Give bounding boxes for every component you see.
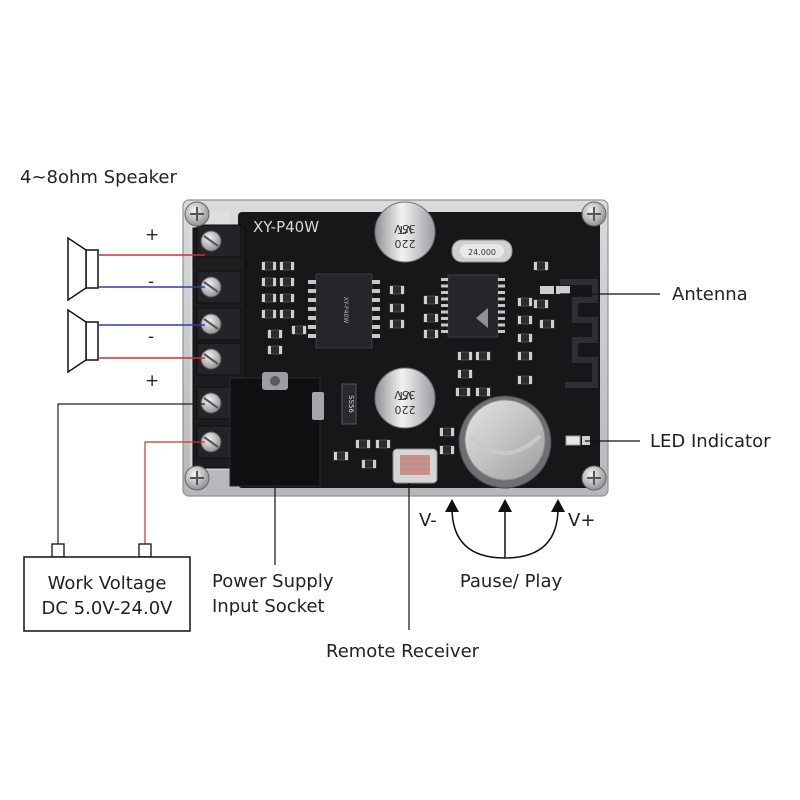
screw xyxy=(581,201,607,227)
screw xyxy=(184,201,210,227)
smd-part xyxy=(279,277,295,287)
smd-part xyxy=(423,313,439,323)
smd-part xyxy=(389,303,405,313)
smd-part xyxy=(475,351,491,361)
smd-part xyxy=(517,375,533,385)
smd-part xyxy=(517,351,533,361)
smd-part xyxy=(279,261,295,271)
smd-part xyxy=(439,445,455,455)
smd-part xyxy=(333,451,349,461)
speaker-top-minus: - xyxy=(148,272,154,292)
amplifier-board: XY-P40W XY-P40W 24.000 VT 35V 220 xyxy=(182,199,609,497)
svg-text:220: 220 xyxy=(395,237,416,250)
terminal-screw xyxy=(196,270,242,304)
speaker-title: 4~8ohm Speaker xyxy=(20,167,177,188)
label-led-indicator: LED Indicator xyxy=(650,431,771,452)
terminal-screw xyxy=(196,342,242,376)
screw xyxy=(184,465,210,491)
terminal-block xyxy=(192,224,246,469)
mounting-screws xyxy=(184,201,607,491)
label-power-line1: Power Supply xyxy=(212,571,334,592)
smd-part xyxy=(533,261,549,271)
smd-components xyxy=(261,261,555,469)
dc-power-jack xyxy=(229,372,324,487)
svg-text:VT: VT xyxy=(398,223,413,236)
smd-part xyxy=(279,293,295,303)
smd-part xyxy=(517,297,533,307)
ir-receiver xyxy=(392,448,438,484)
terminal-screw xyxy=(196,224,242,258)
smd-part xyxy=(267,345,283,355)
smd-part xyxy=(517,333,533,343)
amplifier-ic: XY-P40W xyxy=(315,273,373,349)
ic-pins xyxy=(308,278,505,338)
smd-part xyxy=(457,351,473,361)
svg-text:SS56: SS56 xyxy=(347,395,355,413)
arrow-pause-head xyxy=(498,499,512,512)
svg-text:XY-P40W: XY-P40W xyxy=(342,297,349,323)
smd-part xyxy=(423,295,439,305)
wire-power-positive xyxy=(144,441,205,548)
speaker-bottom-minus: - xyxy=(148,327,154,347)
knob-control-arrows xyxy=(451,507,559,559)
arrow-vol-down-head xyxy=(445,499,459,512)
power-supply-box xyxy=(23,543,191,632)
smd-part xyxy=(291,325,307,335)
smd-part xyxy=(355,439,371,449)
smd-part xyxy=(455,387,471,397)
svg-text:35V: 35V xyxy=(394,222,416,235)
label-vol-up: V+ xyxy=(568,510,595,531)
smd-part xyxy=(279,309,295,319)
work-voltage-line1: Work Voltage xyxy=(48,573,167,594)
smd-part xyxy=(389,285,405,295)
label-power-line2: Input Socket xyxy=(212,596,325,617)
smd-part xyxy=(533,299,549,309)
antenna-trace xyxy=(540,279,598,388)
bluetooth-ic xyxy=(447,274,499,338)
smd-part xyxy=(539,319,555,329)
crystal-label: 24.000 xyxy=(468,248,496,257)
label-pause-play: Pause/ Play xyxy=(460,571,563,592)
board-model-label: XY-P40W xyxy=(253,218,319,236)
speaker-top-plus: + xyxy=(145,225,159,245)
svg-text:220: 220 xyxy=(395,403,416,416)
terminal-screw xyxy=(196,307,242,341)
smd-part xyxy=(423,329,439,339)
capacitor-top: VT 35V 220 xyxy=(374,201,436,263)
smd-part xyxy=(261,309,277,319)
smd-part xyxy=(517,315,533,325)
diode: SS56 xyxy=(341,383,357,425)
svg-text:35V: 35V xyxy=(394,388,416,401)
svg-text:VT: VT xyxy=(398,389,413,402)
smd-part xyxy=(475,387,491,397)
smd-part xyxy=(261,293,277,303)
label-remote-receiver: Remote Receiver xyxy=(326,641,480,662)
label-vol-down: V- xyxy=(419,510,437,531)
smd-part xyxy=(375,439,391,449)
capacitor-bottom: VT 35V 220 xyxy=(374,367,436,429)
smd-part xyxy=(457,369,473,379)
screw xyxy=(581,465,607,491)
rotary-knob xyxy=(458,395,552,489)
work-voltage-line2: DC 5.0V-24.0V xyxy=(42,598,174,619)
smd-part xyxy=(261,277,277,287)
wire-power-negative xyxy=(57,403,205,548)
label-antenna: Antenna xyxy=(672,284,748,305)
smd-part xyxy=(361,459,377,469)
arrow-vol-up-head xyxy=(551,499,565,512)
speaker-bottom xyxy=(67,308,99,374)
speaker-top xyxy=(67,236,99,302)
smd-part xyxy=(439,427,455,437)
crystal-oscillator: 24.000 xyxy=(451,239,513,263)
smd-part xyxy=(261,261,277,271)
smd-part xyxy=(267,329,283,339)
smd-part xyxy=(389,319,405,329)
speaker-bottom-plus: + xyxy=(145,371,159,391)
